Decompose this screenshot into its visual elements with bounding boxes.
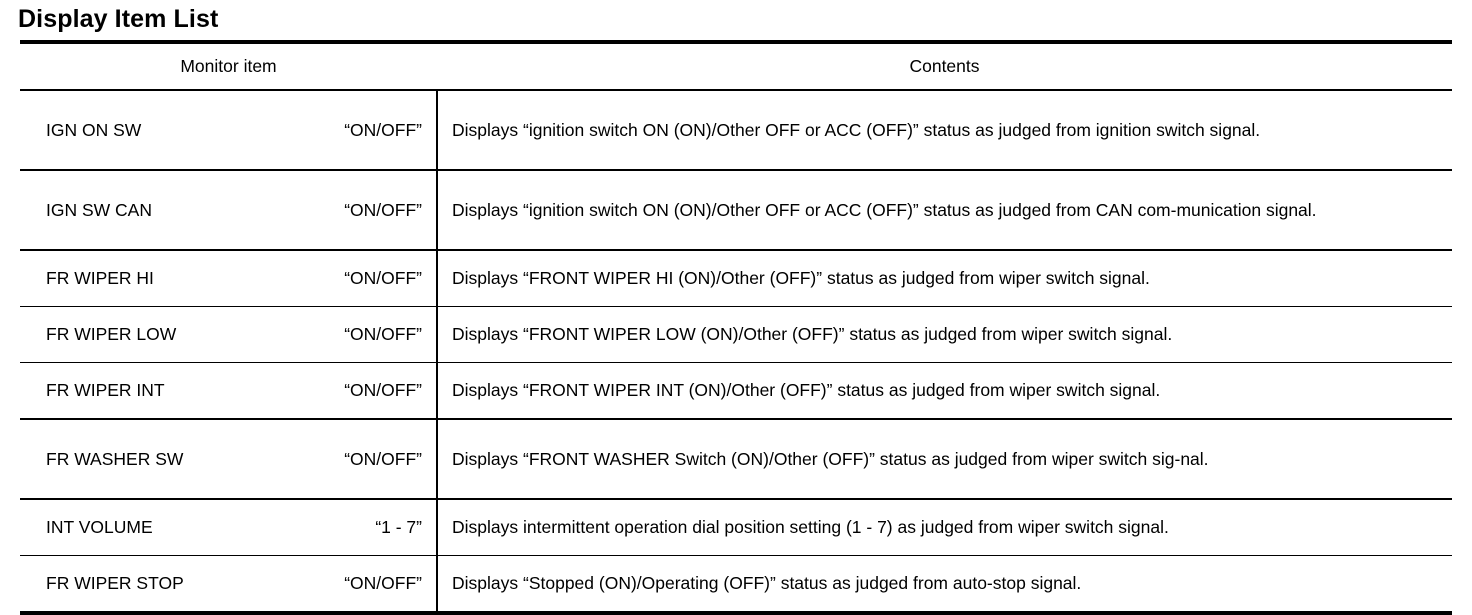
cell-contents: Displays “FRONT WIPER HI (ON)/Other (OFF… (437, 249, 1452, 307)
table-body: IGN ON SW “ON/OFF” Displays “ignition swit… (20, 89, 1452, 615)
monitor-item-name: IGN ON SW (46, 119, 142, 140)
cell-monitor-item: IGN SW CAN “ON/OFF” (20, 169, 438, 250)
monitor-item-inner: FR WIPER LOW “ON/OFF” (30, 323, 426, 345)
monitor-item-name: FR WIPER STOP (46, 573, 184, 594)
monitor-item-value: “ON/OFF” (344, 448, 422, 469)
monitor-item-value: “ON/OFF” (344, 380, 422, 401)
monitor-item-name: FR WASHER SW (46, 448, 184, 469)
table-row: INT VOLUME “1 - 7” Displays intermittent o… (20, 498, 1452, 556)
table-row: FR WIPER HI “ON/OFF” Displays “FRONT WIPER… (20, 249, 1452, 307)
table-container: Monitor item Contents IGN ON SW “ON/OFF” D… (20, 40, 1452, 615)
monitor-item-inner: IGN ON SW “ON/OFF” (30, 119, 426, 141)
contents-text: Displays “FRONT WASHER Switch (ON)/Other… (452, 448, 1209, 469)
cell-contents: Displays “FRONT WIPER LOW (ON)/Other (OF… (437, 306, 1452, 363)
cell-contents: Displays “FRONT WASHER Switch (ON)/Other… (437, 418, 1452, 499)
monitor-item-value: “ON/OFF” (344, 199, 422, 220)
monitor-item-value: “ON/OFF” (344, 268, 422, 289)
table-row: FR WIPER LOW “ON/OFF” Displays “FRONT WIPE… (20, 306, 1452, 363)
table-header-row: Monitor item Contents (20, 40, 1452, 91)
contents-text: Displays “Stopped (ON)/Operating (OFF)” … (452, 573, 1082, 594)
table-row: IGN SW CAN “ON/OFF” Displays “ignition swi… (20, 169, 1452, 250)
cell-monitor-item: IGN ON SW “ON/OFF” (20, 89, 438, 170)
contents-text: Displays “ignition switch ON (ON)/Other … (452, 119, 1261, 140)
monitor-item-inner: FR WIPER INT “ON/OFF” (30, 379, 426, 401)
monitor-item-inner: INT VOLUME “1 - 7” (30, 516, 426, 538)
table-row: FR WASHER SW “ON/OFF” Displays “FRONT WASH… (20, 418, 1452, 499)
table-row: FR WIPER INT “ON/OFF” Displays “FRONT WIPE… (20, 362, 1452, 419)
monitor-item-name: IGN SW CAN (46, 199, 152, 220)
cell-contents: Displays “ignition switch ON (ON)/Other … (437, 169, 1452, 250)
cell-contents: Displays “Stopped (ON)/Operating (OFF)” … (437, 555, 1452, 615)
contents-text: Displays “FRONT WIPER INT (ON)/Other (OF… (452, 380, 1161, 401)
cell-contents: Displays “ignition switch ON (ON)/Other … (437, 89, 1452, 170)
cell-monitor-item: INT VOLUME “1 - 7” (20, 498, 438, 556)
cell-monitor-item: FR WASHER SW “ON/OFF” (20, 418, 438, 499)
monitor-item-inner: FR WIPER HI “ON/OFF” (30, 267, 426, 289)
contents-text: Displays “FRONT WIPER HI (ON)/Other (OFF… (452, 268, 1150, 289)
table-row: IGN ON SW “ON/OFF” Displays “ignition swit… (20, 89, 1452, 170)
monitor-item-name: FR WIPER HI (46, 268, 154, 289)
monitor-item-name: FR WIPER INT (46, 380, 165, 401)
monitor-item-inner: IGN SW CAN “ON/OFF” (30, 199, 426, 221)
table-header: Monitor item Contents (20, 40, 1452, 91)
cell-monitor-item: FR WIPER STOP “ON/OFF” (20, 555, 438, 615)
table-row: FR WIPER STOP “ON/OFF” Displays “Stopped (… (20, 555, 1452, 615)
monitor-item-value: “ON/OFF” (344, 573, 422, 594)
display-item-table: Monitor item Contents IGN ON SW “ON/OFF” D… (20, 40, 1452, 615)
column-header-contents: Contents (437, 40, 1452, 91)
cell-monitor-item: FR WIPER HI “ON/OFF” (20, 249, 438, 307)
monitor-item-inner: FR WIPER STOP “ON/OFF” (30, 572, 426, 594)
monitor-item-value: “ON/OFF” (344, 119, 422, 140)
page-title: Display Item List (18, 5, 219, 33)
monitor-item-name: INT VOLUME (46, 517, 153, 538)
monitor-item-value: “ON/OFF” (344, 324, 422, 345)
monitor-item-value: “1 - 7” (375, 517, 422, 538)
cell-contents: Displays intermittent operation dial pos… (437, 498, 1452, 556)
cell-monitor-item: FR WIPER LOW “ON/OFF” (20, 306, 438, 363)
cell-monitor-item: FR WIPER INT “ON/OFF” (20, 362, 438, 419)
monitor-item-inner: FR WASHER SW “ON/OFF” (30, 448, 426, 470)
contents-text: Displays intermittent operation dial pos… (452, 517, 1169, 538)
page-root: Display Item List Monitor item Contents … (18, 5, 1452, 615)
monitor-item-name: FR WIPER LOW (46, 324, 177, 345)
contents-text: Displays “ignition switch ON (ON)/Other … (452, 199, 1317, 220)
column-header-monitor-item: Monitor item (20, 40, 437, 91)
contents-text: Displays “FRONT WIPER LOW (ON)/Other (OF… (452, 324, 1173, 345)
cell-contents: Displays “FRONT WIPER INT (ON)/Other (OF… (437, 362, 1452, 419)
